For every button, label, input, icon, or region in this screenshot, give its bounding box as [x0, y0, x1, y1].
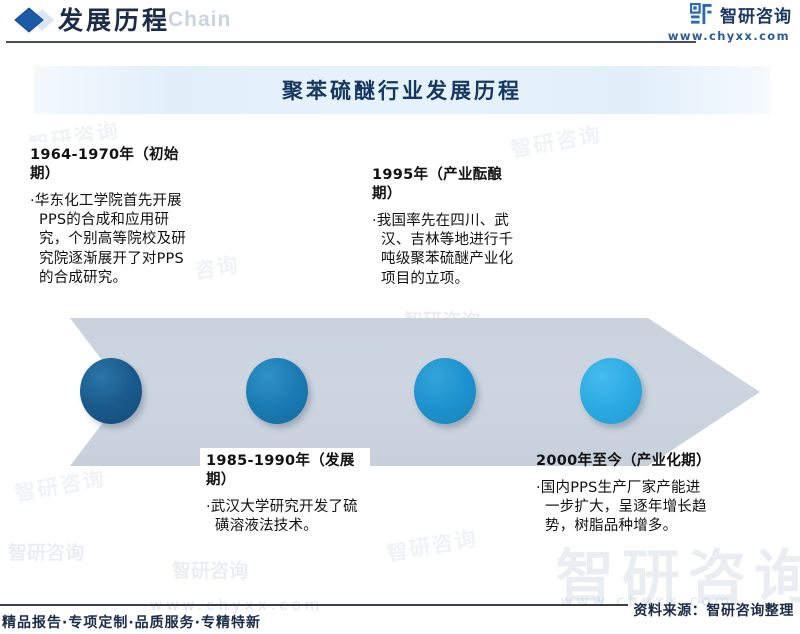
stage-body: ·武汉大学研究开发了硫磺溶液法技术。	[206, 498, 358, 534]
watermark-brand: 智研咨询	[12, 466, 108, 506]
stage-title: 2000年至今（产业化期）	[536, 453, 711, 469]
stage-body: ·我国率先在四川、武汉、吉林等地进行千吨级聚苯硫醚产业化项目的立项。	[372, 212, 514, 287]
timeline-stage-4: 2000年至今（产业化期） ·国内PPS生产厂家产能进一步扩大，呈逐年增长趋势，…	[530, 448, 714, 545]
timeline-stage-3: 1995年（产业酝酿期） ·我国率先在四川、武汉、吉林等地进行千吨级聚苯硫醚产业…	[366, 162, 530, 297]
stage-body: ·华东化工学院首先开展PPS的合成和应用研究，个别高等院校及研究院逐渐展开了对P…	[30, 192, 186, 286]
page-header: 发展历程 Chain 智研咨询 www.chyxx.com	[0, 0, 800, 50]
page-title-ghost: Chain	[168, 8, 232, 31]
timeline-node-3[interactable]	[414, 358, 476, 424]
chart-title: 聚苯硫醚行业发展历程	[282, 78, 522, 103]
header-divider	[6, 41, 696, 43]
timeline-stage-1: 1964-1970年（初始期） ·华东化工学院首先开展PPS的合成和应用研究，个…	[24, 142, 196, 297]
footer-slogan: 精品报告·专项定制·品质服务·专精特新	[2, 615, 261, 631]
timeline-node-1[interactable]	[80, 358, 142, 424]
footer-source: 资料来源：智研咨询整理	[633, 603, 794, 619]
chart-title-banner: 聚苯硫醚行业发展历程	[34, 66, 770, 114]
stage-title: 1995年（产业酝酿期）	[372, 167, 503, 202]
stage-title: 1964-1970年（初始期）	[30, 147, 179, 182]
brand-url: www.chyxx.com	[667, 29, 790, 43]
timeline-node-4[interactable]	[580, 358, 642, 424]
stage-title: 1985-1990年（发展期）	[206, 453, 355, 488]
page-title: 发展历程	[58, 6, 171, 35]
stage-body: ·国内PPS生产厂家产能进一步扩大，呈逐年增长趋势，树脂品种增多。	[536, 479, 707, 535]
footer-divider	[0, 604, 628, 606]
brand-logo: 智研咨询	[690, 2, 792, 27]
timeline-stage-2: 1985-1990年（发展期） ·武汉大学研究开发了硫磺溶液法技术。	[200, 448, 370, 545]
watermark-brand: 智研咨询	[172, 560, 249, 582]
brand-name: 智研咨询	[720, 7, 792, 27]
timeline-node-2[interactable]	[246, 358, 308, 424]
watermark-brand: 智研咨询	[508, 122, 604, 162]
watermark-brand: 智研咨询	[8, 542, 85, 564]
diamond-logo-icon	[14, 7, 54, 33]
watermark-brand: 智研咨询	[384, 526, 480, 566]
brand-mark-icon	[690, 3, 712, 25]
